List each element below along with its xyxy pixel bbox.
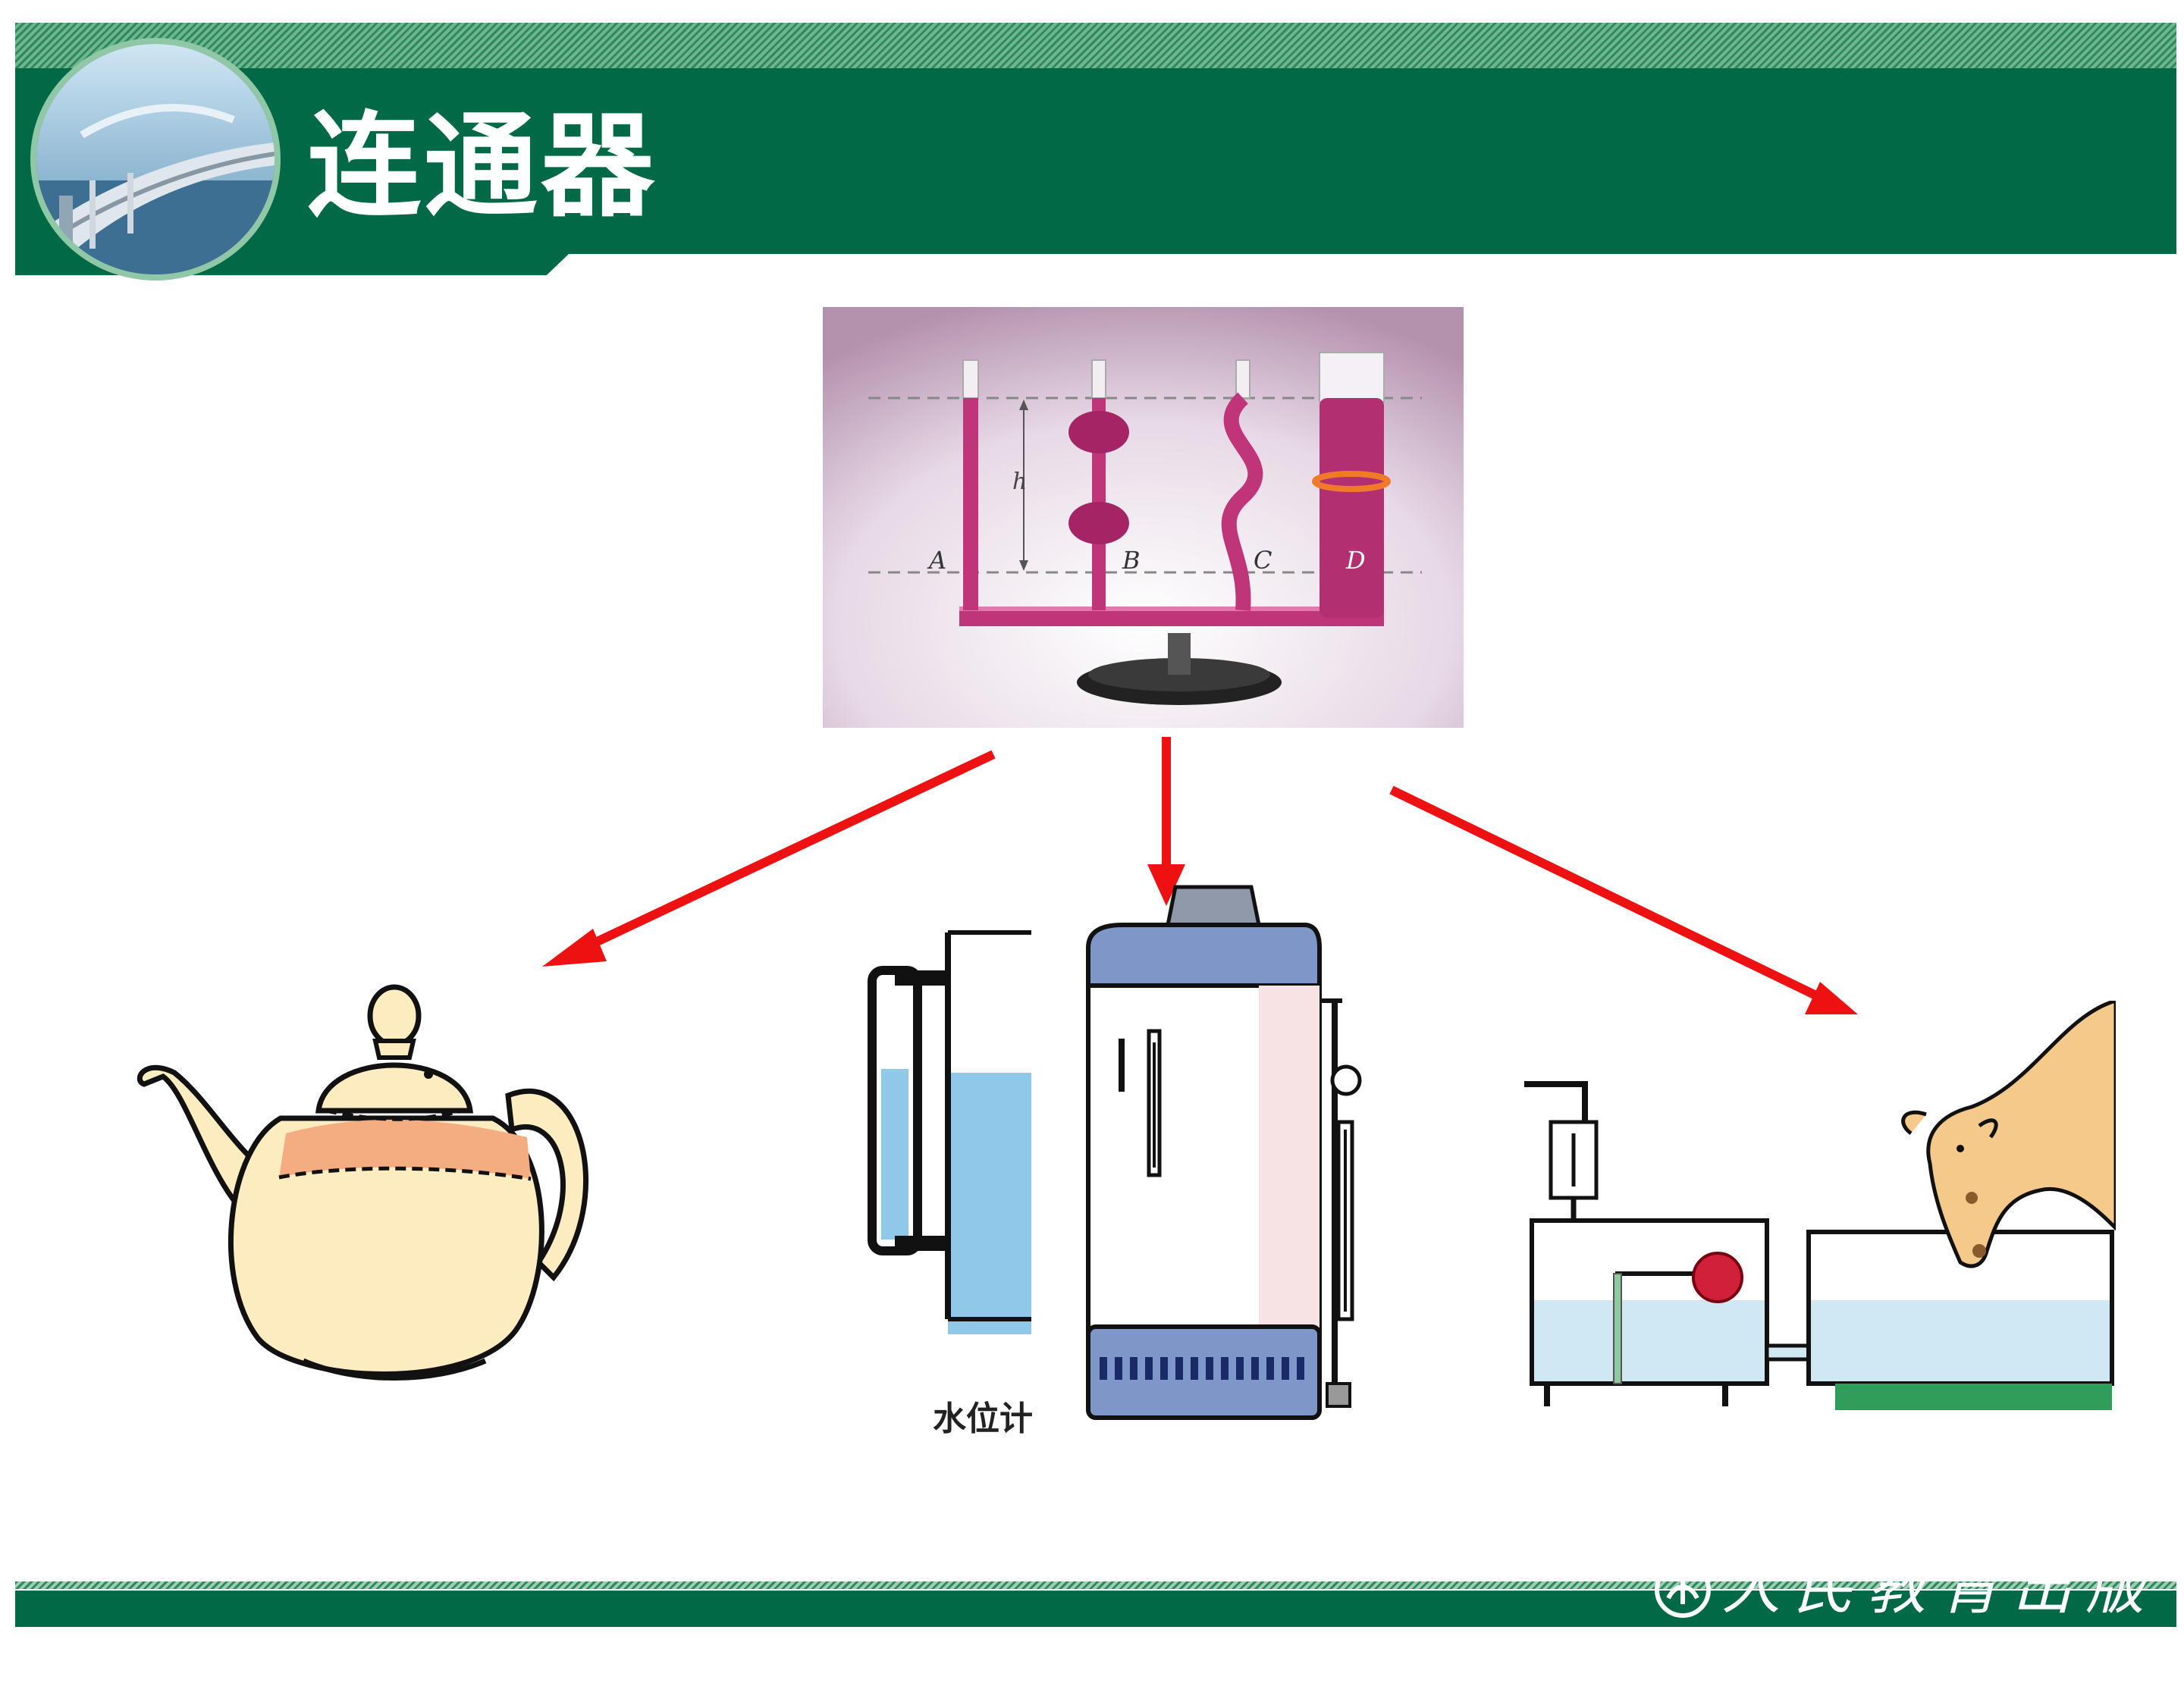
slide: 连通器 h — [15, 23, 2176, 1627]
water-gauge-cutaway — [868, 925, 1031, 1349]
communicating-vessels-photo: h A B C D — [823, 307, 1464, 728]
bridge-logo-icon — [30, 38, 281, 281]
water-gauge-caption: 水位计 — [933, 1400, 1033, 1438]
label-d: D — [1345, 546, 1366, 575]
header-hatch-stripe — [15, 23, 2176, 68]
footer-bar — [15, 1591, 2176, 1627]
publisher-name: 人民教育出版社 — [1721, 1554, 2159, 1698]
height-label: h — [1012, 469, 1027, 495]
footer-hatch-stripe — [15, 1581, 2176, 1589]
boiler-illustration — [1086, 885, 1362, 1420]
page-title: 连通器 — [307, 101, 658, 233]
label-c: C — [1254, 546, 1272, 575]
arrow-to-teapot — [574, 750, 996, 956]
label-b: B — [1122, 546, 1141, 575]
label-a: A — [927, 546, 946, 575]
water-trough-illustration — [1524, 1001, 2116, 1410]
teapot-illustration — [136, 984, 589, 1381]
arrow-to-trough — [1389, 785, 1826, 1004]
title-bar — [15, 68, 2176, 254]
pep-logo-icon — [1655, 1562, 1711, 1618]
